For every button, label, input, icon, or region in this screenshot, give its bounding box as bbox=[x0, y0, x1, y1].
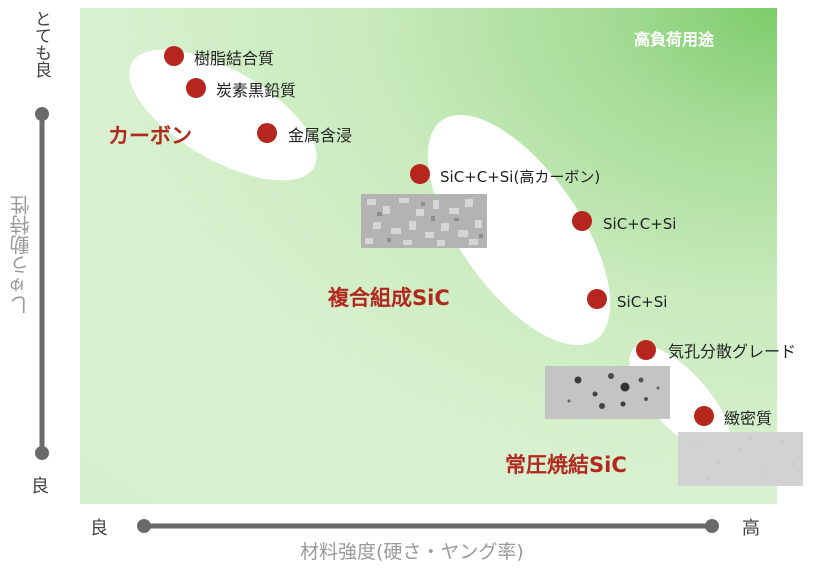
x-axis-line bbox=[137, 519, 719, 533]
y-axis-high-label: とても良 bbox=[31, 10, 51, 78]
group-label-carbon: カーボン bbox=[108, 124, 192, 148]
point-sic-c-si bbox=[572, 211, 592, 231]
porous-grade-micrograph bbox=[545, 366, 670, 419]
dense-grade-micrograph bbox=[678, 432, 803, 486]
point-carbon-graphite bbox=[186, 78, 206, 98]
point-metal-impregnated bbox=[257, 123, 277, 143]
label-resin-bonded: 樹脂結合質 bbox=[194, 49, 275, 68]
label-sic-c-si: SiC+C+Si bbox=[603, 215, 677, 233]
y-axis-low-label: 良 bbox=[31, 476, 49, 497]
point-resin-bonded bbox=[164, 46, 184, 66]
point-sic-c-si-high-carbon bbox=[410, 164, 430, 184]
heavy-duty-label: 高負荷用途 bbox=[634, 30, 715, 49]
label-dense-grade: 緻密質 bbox=[724, 409, 773, 428]
group-label-sintered-sic: 常圧焼結SiC bbox=[505, 453, 627, 477]
point-dense-grade bbox=[694, 406, 714, 426]
x-axis-high-label: 高 bbox=[742, 518, 760, 539]
label-sic-si: SiC+Si bbox=[617, 293, 668, 311]
point-porous-grade bbox=[636, 340, 656, 360]
group-label-composite-sic: 複合組成SiC bbox=[328, 286, 450, 310]
point-sic-si bbox=[587, 289, 607, 309]
composite-sic-micrograph bbox=[361, 194, 487, 248]
label-sic-c-si-high-carbon: SiC+C+Si(高カーボン) bbox=[440, 168, 601, 186]
x-axis-title: 材料強度(硬さ・ヤング率) bbox=[300, 541, 524, 563]
x-axis-low-label: 良 bbox=[90, 518, 108, 539]
label-metal-impregnated: 金属含浸 bbox=[288, 126, 353, 145]
y-axis-line bbox=[35, 107, 49, 460]
label-porous-grade: 気孔分散グレード bbox=[668, 342, 797, 361]
label-carbon-graphite: 炭素黒鉛質 bbox=[216, 81, 297, 100]
y-axis-title: しゅう動特性 bbox=[9, 195, 33, 315]
